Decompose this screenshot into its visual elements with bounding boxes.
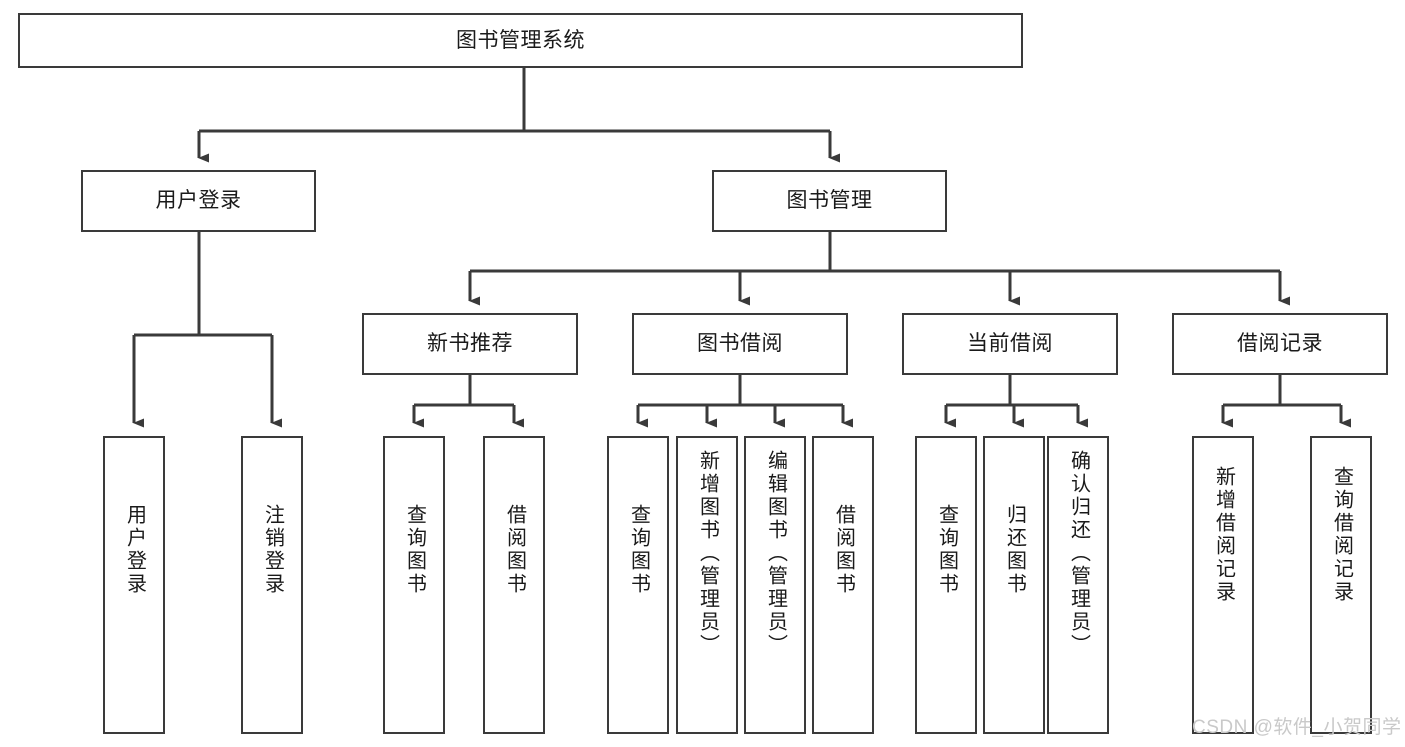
- node-leaf-query-book-1[interactable]: 查询图书: [383, 436, 445, 734]
- node-leaf-query-record[interactable]: 查询借阅记录: [1310, 436, 1372, 734]
- node-book-manage-label: 图书管理: [786, 189, 873, 213]
- node-leaf-query-book-1-label: 查询图书: [403, 504, 426, 596]
- node-leaf-return-book[interactable]: 归还图书: [983, 436, 1045, 734]
- node-leaf-confirm-return-label: 确认归还（管理员）: [1067, 450, 1090, 657]
- node-leaf-add-record[interactable]: 新增借阅记录: [1192, 436, 1254, 734]
- node-leaf-return-book-label: 归还图书: [1003, 504, 1026, 596]
- node-leaf-edit-book-label: 编辑图书（管理员）: [764, 450, 787, 657]
- node-current-borrow-label: 当前借阅: [967, 332, 1053, 356]
- node-leaf-add-book[interactable]: 新增图书（管理员）: [676, 436, 738, 734]
- node-leaf-query-book-3-label: 查询图书: [935, 504, 958, 596]
- node-leaf-query-book-2[interactable]: 查询图书: [607, 436, 669, 734]
- watermark: CSDN @软件_小贺同学: [1192, 717, 1402, 738]
- node-leaf-query-book-2-label: 查询图书: [627, 504, 650, 596]
- node-book-manage[interactable]: 图书管理: [712, 170, 947, 232]
- node-book-borrow[interactable]: 图书借阅: [632, 313, 848, 375]
- node-borrow-record[interactable]: 借阅记录: [1172, 313, 1388, 375]
- node-user-login[interactable]: 用户登录: [81, 170, 316, 232]
- node-user-login-label: 用户登录: [155, 189, 242, 213]
- node-leaf-logout-login[interactable]: 注销登录: [241, 436, 303, 734]
- node-new-book-recommend-label: 新书推荐: [427, 332, 513, 356]
- node-book-borrow-label: 图书借阅: [697, 332, 783, 356]
- node-leaf-add-record-label: 新增借阅记录: [1212, 466, 1235, 604]
- node-leaf-borrow-book-2-label: 借阅图书: [832, 504, 855, 596]
- node-new-book-recommend[interactable]: 新书推荐: [362, 313, 578, 375]
- node-leaf-confirm-return[interactable]: 确认归还（管理员）: [1047, 436, 1109, 734]
- node-leaf-borrow-book-1[interactable]: 借阅图书: [483, 436, 545, 734]
- node-leaf-logout-login-label: 注销登录: [261, 504, 284, 596]
- node-leaf-query-book-3[interactable]: 查询图书: [915, 436, 977, 734]
- node-leaf-add-book-label: 新增图书（管理员）: [696, 450, 719, 657]
- node-current-borrow[interactable]: 当前借阅: [902, 313, 1118, 375]
- node-borrow-record-label: 借阅记录: [1237, 332, 1323, 356]
- node-leaf-user-login[interactable]: 用户登录: [103, 436, 165, 734]
- node-root-label: 图书管理系统: [456, 28, 585, 52]
- node-leaf-borrow-book-1-label: 借阅图书: [503, 504, 526, 596]
- node-root[interactable]: 图书管理系统: [18, 13, 1023, 68]
- node-leaf-edit-book[interactable]: 编辑图书（管理员）: [744, 436, 806, 734]
- node-leaf-borrow-book-2[interactable]: 借阅图书: [812, 436, 874, 734]
- node-leaf-query-record-label: 查询借阅记录: [1330, 466, 1353, 604]
- node-leaf-user-login-label: 用户登录: [123, 504, 146, 596]
